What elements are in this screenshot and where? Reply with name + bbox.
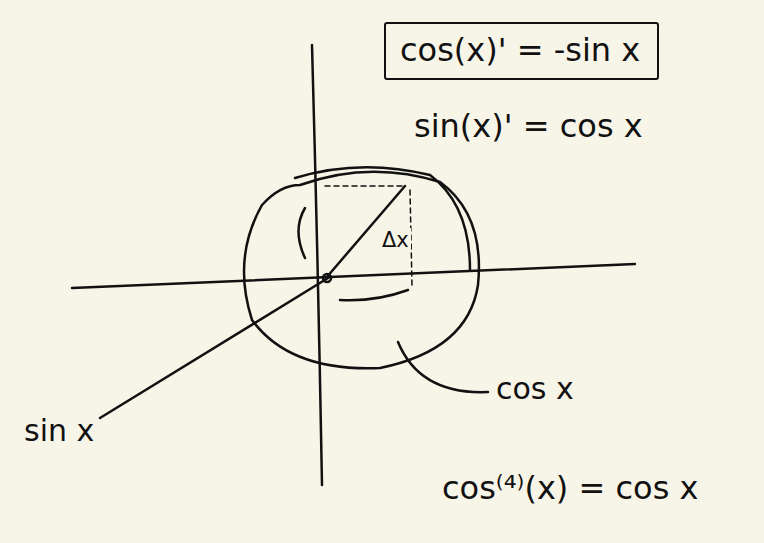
leader-line <box>398 342 488 392</box>
angle-label: Δx <box>380 228 411 252</box>
dashed-projection <box>325 185 405 187</box>
circle-overdraw <box>295 167 470 270</box>
curve-label: cos x <box>494 372 576 407</box>
angle-arc <box>340 290 408 300</box>
unit-circle <box>244 172 479 369</box>
x-axis <box>72 264 635 288</box>
origin-dot <box>323 274 331 282</box>
sin-axis <box>100 278 328 418</box>
axis-label: sin x <box>22 414 96 449</box>
formula-box: cos(x)' = -sin x <box>384 22 659 80</box>
formula-text: cos(x)' = -sin x <box>400 32 640 69</box>
formula-text: sin(x)' = cos x <box>412 108 645 145</box>
angle-arc <box>299 208 306 258</box>
y-axis <box>312 45 322 485</box>
formula-text: cos⁽⁴⁾(x) = cos x <box>440 470 700 507</box>
